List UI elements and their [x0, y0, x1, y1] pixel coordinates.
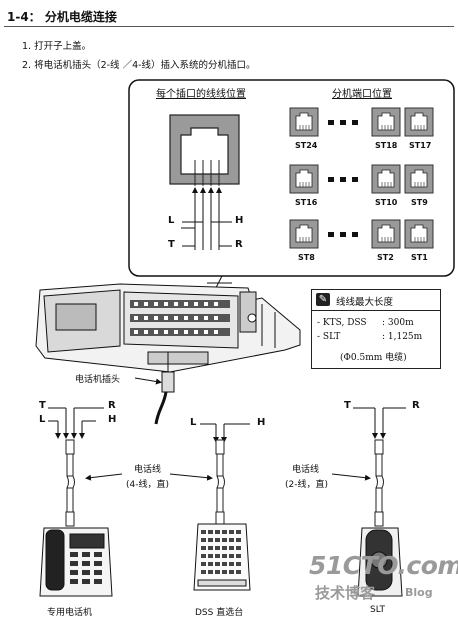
step-1: 1. 打开子上盖。 [22, 41, 92, 52]
pencil-icon: ✎ [316, 293, 330, 306]
left-R-label: R [108, 400, 116, 411]
cable-4wire-type: (4-线，直) [126, 480, 169, 490]
cable-middle [215, 439, 225, 527]
port-label: ST17 [409, 141, 432, 150]
large-jack-icon [169, 114, 240, 186]
port-label: ST10 [375, 198, 398, 207]
port-label: ST18 [375, 141, 398, 150]
watermark-blog: Blog [405, 586, 433, 599]
plug-label: 电话机插头 [75, 375, 121, 385]
right-R-label: R [412, 400, 420, 411]
port-label: ST16 [295, 198, 318, 207]
legend-header: ✎ 线线最大长度 [312, 290, 440, 311]
port-label: ST24 [295, 141, 318, 150]
device-label-telephone: 专用电话机 [47, 608, 93, 618]
mid-L-label: L [190, 417, 197, 428]
legend-note: (Φ0.5mm 电缆) [340, 353, 407, 363]
legend-row1-value: : 300m [382, 318, 414, 328]
wire-label-R: R [235, 239, 243, 250]
legend-title: 线线最大长度 [336, 297, 394, 308]
port-position-title: 分机端口位置 [332, 89, 392, 100]
cable-left [65, 439, 75, 527]
cable-2wire-type: (2-线，直) [285, 480, 328, 490]
wire-label-T: T [168, 239, 175, 250]
port-label: ST9 [411, 198, 428, 207]
watermark-text: 技术博客 [315, 584, 376, 602]
device-label-slt: SLT [370, 605, 385, 615]
port-grid [289, 107, 434, 249]
plug-cable [154, 352, 175, 425]
legend-row2-value: : 1,125m [382, 332, 423, 342]
telephone-left-icon [39, 527, 113, 597]
mid-H-label: H [257, 417, 266, 428]
device-label-dss: DSS 直选台 [195, 608, 244, 618]
port-label: ST8 [298, 253, 315, 262]
cable-length-legend: ✎ 线线最大长度 - KTS, DSS : 300m - SLT : 1,125… [311, 289, 441, 369]
wire-label-H: H [235, 215, 244, 226]
legend-row2-label: - SLT [317, 332, 341, 342]
port-label: ST2 [377, 253, 394, 262]
left-H-label: H [108, 414, 117, 425]
page-title: 1-4： 分机电缆连接 [7, 10, 117, 24]
watermark-logo: 51CTO.com [309, 551, 458, 580]
wire-position-title: 每个插口的线线位置 [156, 89, 246, 100]
port-label: ST1 [411, 253, 428, 262]
system-unit-drawing [35, 283, 301, 373]
step-2: 2. 将电话机插头（2-线 ／4-线）插入系统的分机插口。 [22, 60, 256, 71]
cable-2wire-label: 电话线 [292, 465, 320, 475]
dss-console-icon [193, 523, 251, 591]
left-T-label: T [39, 400, 46, 411]
left-L-label: L [39, 414, 46, 425]
legend-row1-label: - KTS, DSS [317, 318, 367, 328]
cable-4wire-label: 电话线 [134, 465, 162, 475]
title-divider [4, 26, 454, 27]
right-T-label: T [344, 400, 351, 411]
cable-right [374, 439, 384, 527]
wire-label-L: L [168, 215, 175, 226]
slt-phone-icon [357, 527, 403, 597]
